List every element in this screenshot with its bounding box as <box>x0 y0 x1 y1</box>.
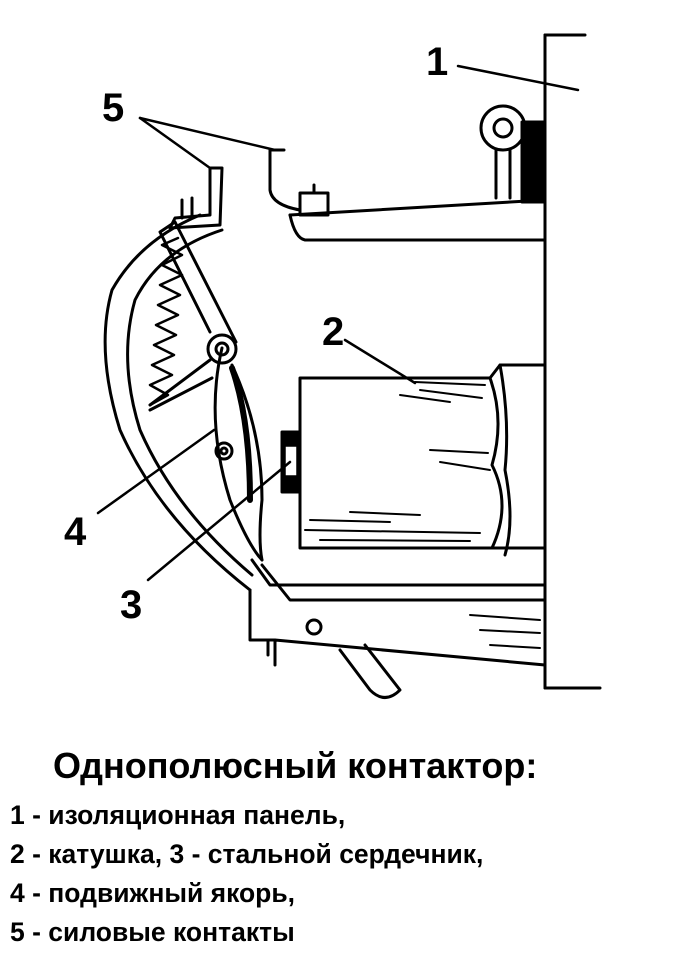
callout-1: 1 <box>426 40 449 84</box>
callout-3: 3 <box>120 583 143 627</box>
caption-line-1: 1 - изоляционная панель, <box>10 800 346 830</box>
movable-armature <box>148 220 264 562</box>
coil <box>298 363 547 557</box>
caption-line-3: 4 - подвижный якорь, <box>10 878 296 908</box>
callout-2: 2 <box>322 310 345 354</box>
callout-4: 4 <box>64 510 87 554</box>
caption-line-2: 2 - катушка, 3 - стальной сердечник, <box>10 839 484 869</box>
caption-title: Однополюсный контактор: <box>53 745 538 786</box>
base-bracket <box>248 558 547 699</box>
lever-arm <box>103 213 252 592</box>
spring <box>148 236 184 407</box>
contactor-diagram <box>96 33 602 699</box>
upper-bracket <box>268 104 547 242</box>
caption-line-4: 5 - силовые контакты <box>10 917 295 947</box>
leader-lines <box>96 64 580 582</box>
power-contacts <box>168 166 224 230</box>
callout-5: 5 <box>102 86 125 130</box>
insulating-panel <box>543 33 602 690</box>
